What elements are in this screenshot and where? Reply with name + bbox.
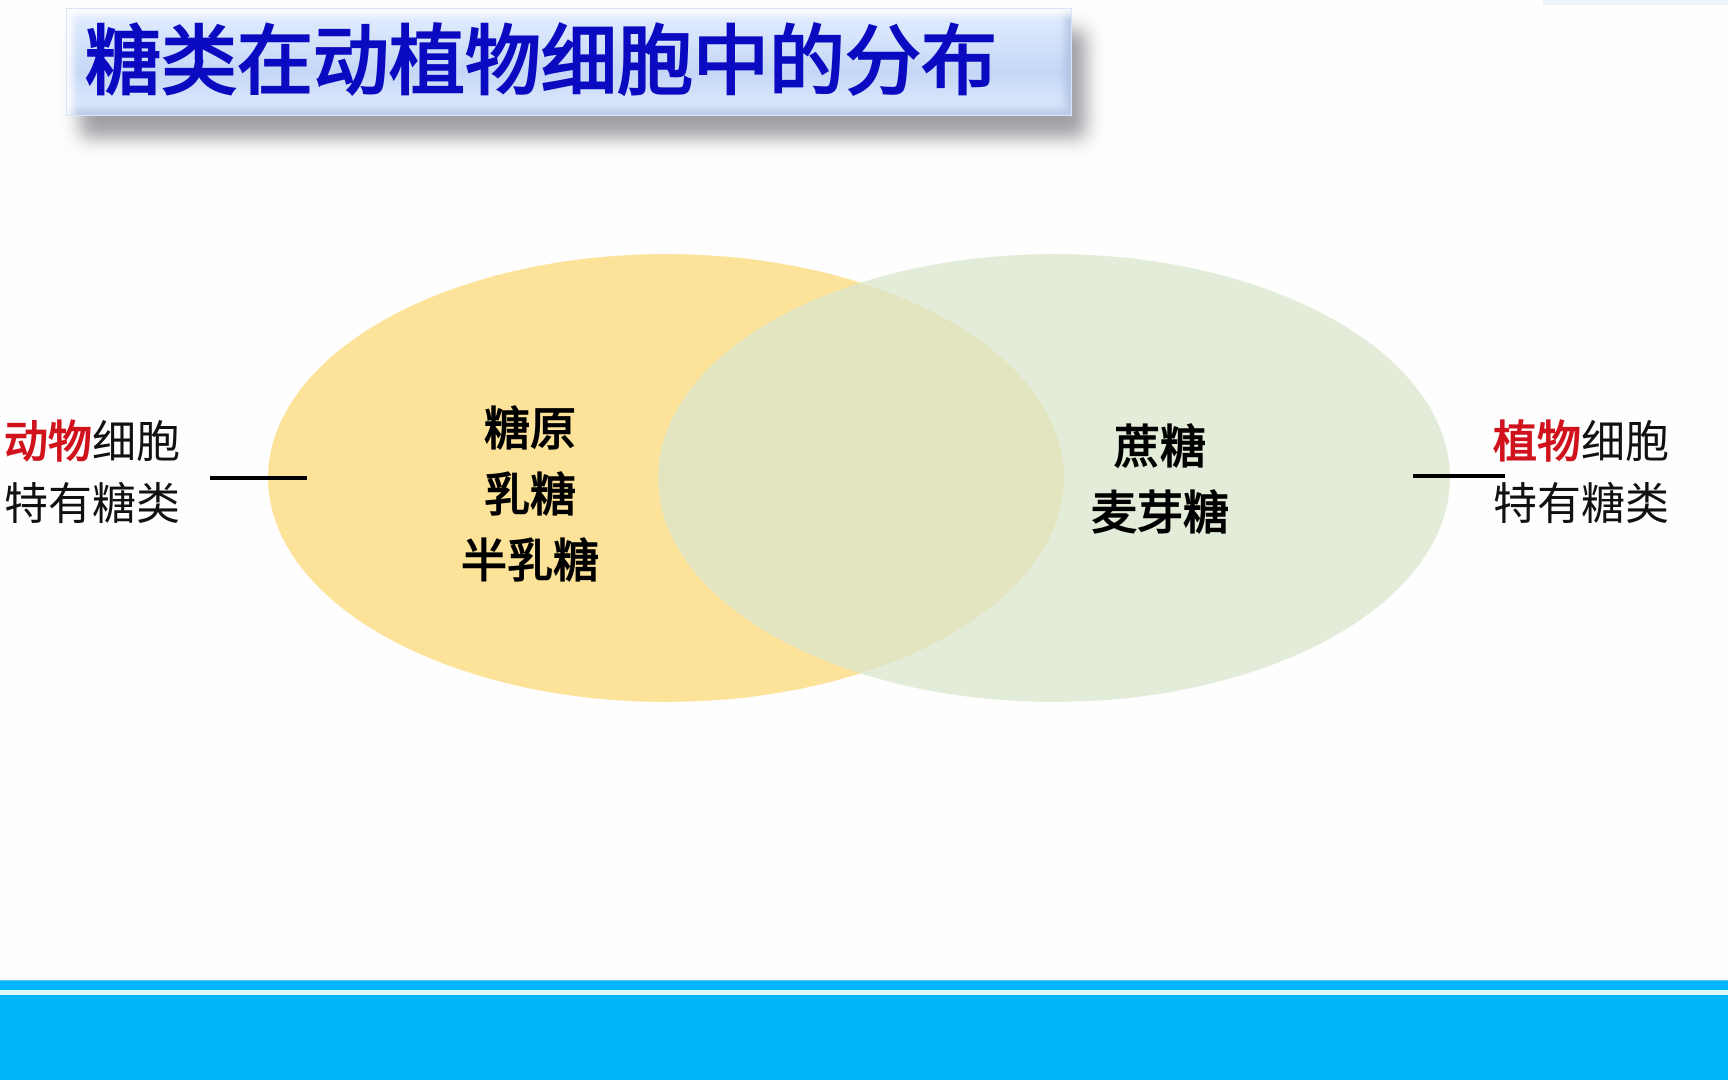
title-banner: 糖类在动植物细胞中的分布 [66, 8, 1072, 116]
animal-label-line2: 特有糖类 [4, 479, 180, 530]
animal-highlight: 动物 [4, 417, 92, 468]
plant-sugar-item: 麦芽糖 [1091, 486, 1229, 540]
animal-sugar-list: 糖原 乳糖 半乳糖 [420, 396, 640, 594]
plant-cell-label: 植物细胞 特有糖类 [1493, 412, 1669, 536]
footer-divider [0, 980, 1728, 981]
animal-sugar-item: 乳糖 [484, 468, 576, 522]
plant-label-line2: 特有糖类 [1493, 479, 1669, 530]
plant-sugar-item: 蔗糖 [1114, 420, 1206, 474]
footer-stripe [0, 990, 1728, 995]
animal-label-rest: 细胞 [92, 417, 180, 468]
animal-sugar-item: 糖原 [484, 402, 576, 456]
page-title: 糖类在动植物细胞中的分布 [85, 17, 997, 106]
plant-label-rest: 细胞 [1581, 417, 1669, 468]
animal-cell-label: 动物细胞 特有糖类 [4, 412, 180, 536]
top-right-tab [1543, 0, 1728, 5]
plant-sugar-list: 蔗糖 麦芽糖 [1060, 414, 1260, 546]
animal-sugar-item: 半乳糖 [461, 534, 599, 588]
plant-connector-line [1413, 474, 1505, 478]
plant-cell-ellipse [658, 254, 1450, 702]
plant-highlight: 植物 [1493, 417, 1581, 468]
animal-connector-line [210, 476, 307, 480]
footer-band [0, 980, 1728, 1080]
